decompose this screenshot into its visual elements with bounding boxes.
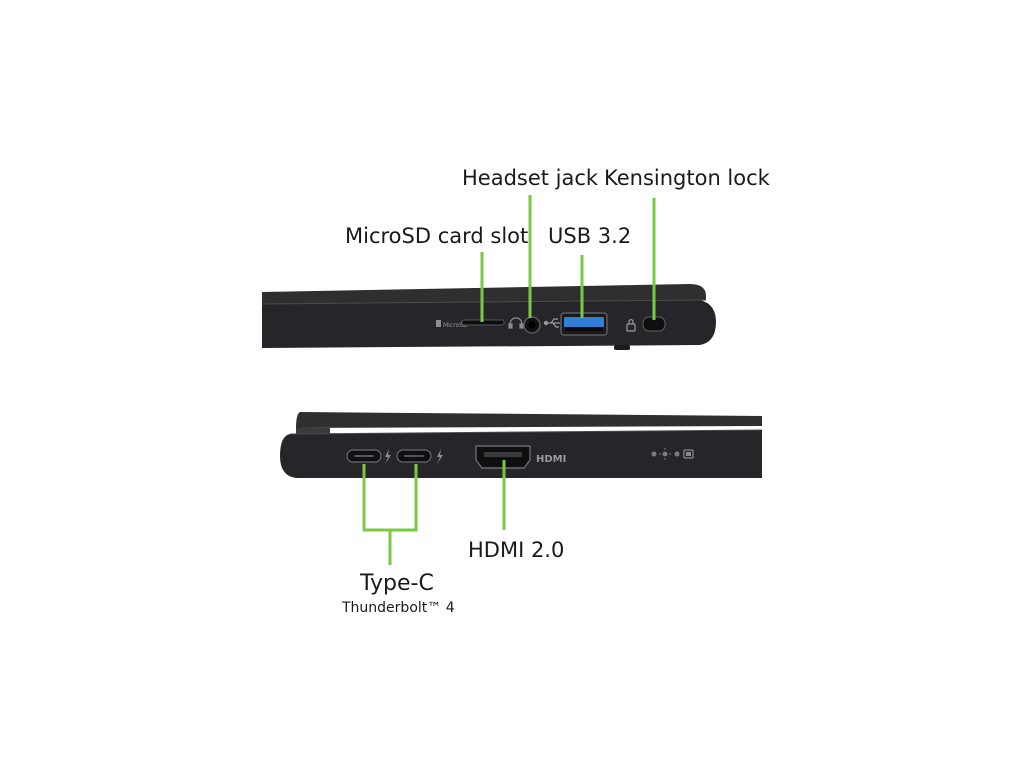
- thunderbolt-icon: [437, 449, 443, 464]
- sd-card-icon: [436, 320, 441, 327]
- hdmi-port: HDMI: [475, 445, 566, 469]
- usb-icon: [543, 318, 560, 328]
- right-side-view: MicroSD: [261, 195, 716, 350]
- microsd-printed-label: MicroSD: [443, 322, 468, 329]
- label-typec: Type-C: [360, 571, 434, 596]
- label-usb: USB 3.2: [548, 224, 632, 248]
- label-headset-jack: Headset jack: [462, 166, 599, 190]
- usb-a-port: [543, 312, 608, 336]
- battery-icon: [683, 449, 694, 459]
- left-side-view: HDMI: [280, 412, 763, 565]
- label-thunderbolt: Thunderbolt™ 4: [342, 600, 455, 616]
- leader-lines-right: [480, 195, 656, 322]
- hdmi-printed-label: HDMI: [536, 454, 566, 465]
- headset-icon: [508, 317, 524, 329]
- laptop-lid-right: [262, 284, 706, 304]
- thunderbolt-icon: [385, 449, 391, 464]
- label-hdmi: HDMI 2.0: [468, 538, 565, 562]
- headset-jack: [508, 316, 541, 334]
- lock-icon: [626, 318, 636, 332]
- laptop-lid-left: [296, 412, 762, 428]
- typec-port-2: [396, 449, 443, 464]
- led-indicator-icon: [651, 448, 680, 460]
- typec-port-1: [346, 449, 391, 464]
- leader-lines-left: [362, 460, 506, 565]
- microsd-slot: MicroSD: [436, 319, 505, 329]
- label-kensington-lock: Kensington lock: [604, 166, 770, 190]
- label-microsd-card-slot: MicroSD card slot: [345, 224, 529, 248]
